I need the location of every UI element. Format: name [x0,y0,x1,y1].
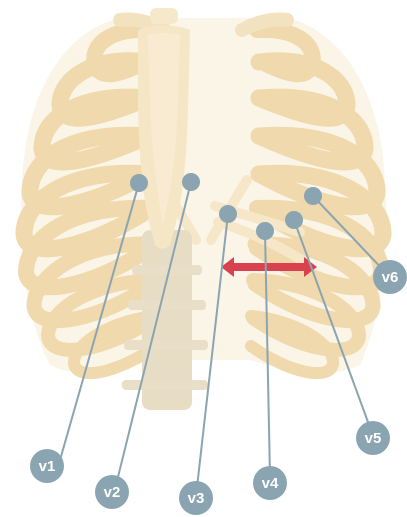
lead-label-v5: v5 [365,430,382,447]
lead-label-v3: v3 [188,490,205,507]
lead-badge-v6: v6 [373,260,407,294]
rib-cage [21,8,387,410]
electrode-v4 [256,222,274,240]
electrode-v3 [219,205,237,223]
electrode-v6 [304,187,322,205]
lead-label-v4: v4 [262,475,279,492]
lead-badge-v3: v3 [179,481,213,515]
lead-label-v1: v1 [39,458,56,475]
lead-badge-v2: v2 [95,475,129,509]
lead-label-v2: v2 [104,484,121,501]
lead-badge-v4: v4 [253,466,287,500]
lead-badge-v1: v1 [30,449,64,483]
electrode-v5 [285,211,303,229]
lead-badge-v5: v5 [356,421,390,455]
electrode-v2 [182,173,200,191]
electrode-v1 [130,174,148,192]
lead-label-v6: v6 [382,269,399,286]
